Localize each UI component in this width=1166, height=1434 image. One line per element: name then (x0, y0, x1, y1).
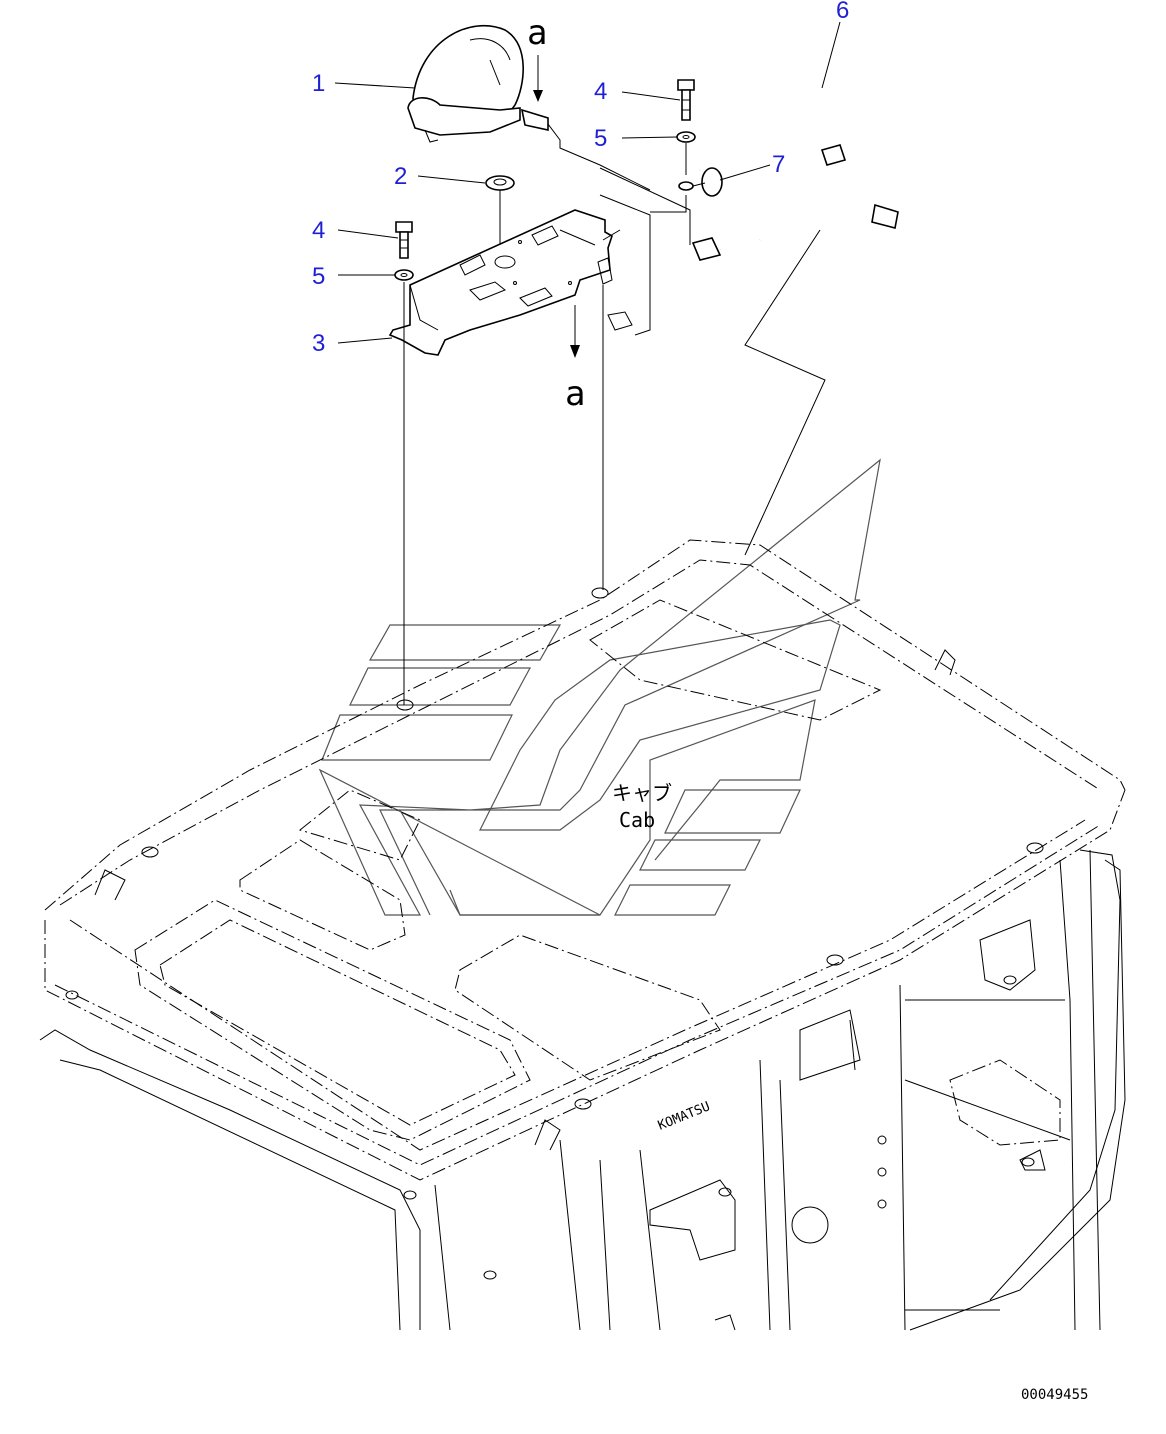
brand-lettering: KOMATSU (656, 1099, 712, 1133)
callout-7: 7 (772, 151, 785, 178)
callout-5-left: 5 (312, 263, 325, 290)
callout-2: 2 (394, 163, 407, 190)
mounting-bracket (388, 209, 633, 356)
washer-right (676, 131, 696, 143)
assembly-lines (403, 55, 826, 705)
beacon-lamp (407, 25, 651, 191)
callout-1: 1 (312, 70, 325, 97)
callout-5-right: 5 (594, 125, 607, 152)
washer-left (394, 269, 414, 281)
bolt-right (677, 79, 695, 121)
wiring-harness (678, 87, 899, 261)
callout-4-left: 4 (312, 217, 325, 244)
cab-label-en: Cab (619, 808, 655, 832)
cab-label-jp: キャブ (612, 781, 672, 805)
view-marker-top: a (527, 13, 547, 53)
drawing-number: 00049455 (1021, 1387, 1088, 1403)
callout-4-right: 4 (594, 78, 607, 105)
callout-6: 6 (836, 0, 849, 24)
cab-structure (39, 539, 1126, 1331)
view-marker-bottom: a (565, 374, 585, 414)
watermark-logo (318, 458, 881, 916)
bolt-left (395, 221, 413, 259)
callout-leaders (334, 21, 841, 344)
callout-3: 3 (312, 330, 325, 357)
